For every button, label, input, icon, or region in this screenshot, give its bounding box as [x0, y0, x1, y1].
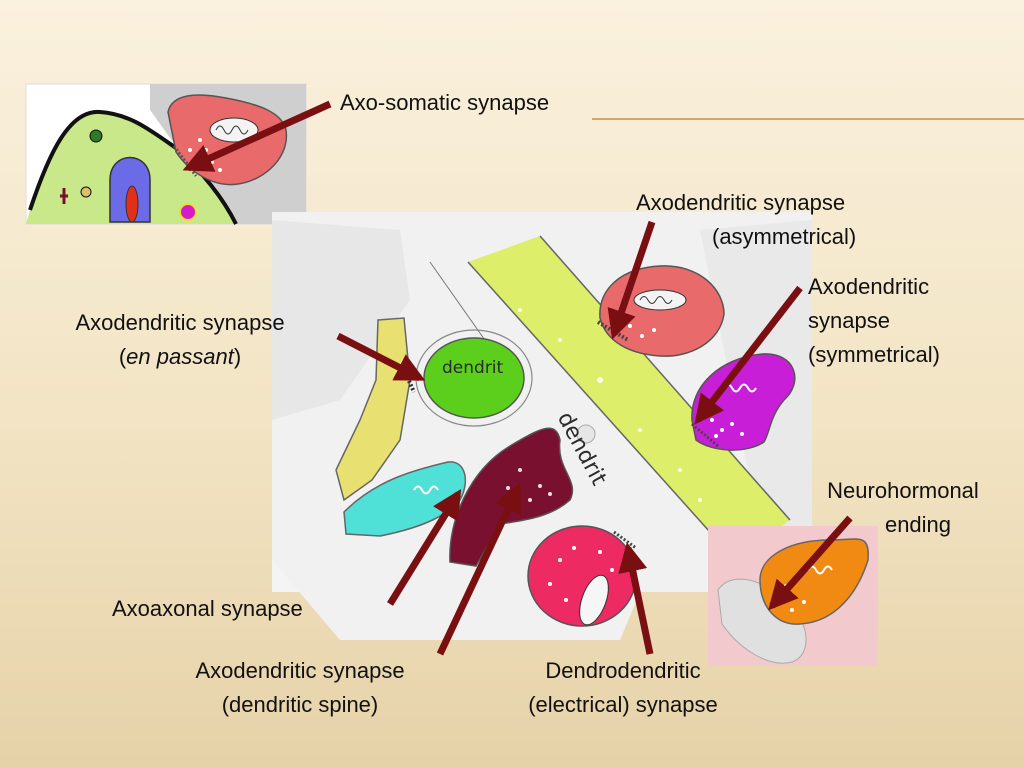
axo-somatic-inset [25, 83, 307, 225]
arrow-neurohormonal [768, 515, 853, 611]
label-en-passant-line1: Axodendritic synapse [75, 310, 285, 335]
arrow-axodendritic-asymmetrical [607, 220, 656, 340]
label-axodendritic-asymmetrical: Axodendritic synapse (asymmetrical) [636, 186, 856, 254]
arrow-en-passant [336, 332, 426, 382]
dendrit-small-label: dendrit [442, 358, 504, 378]
label-asym-line2: (asymmetrical) [712, 224, 857, 249]
label-en-passant-close: ) [233, 344, 242, 369]
label-sym-line2: synapse [808, 308, 890, 333]
label-en-passant-italic: en passant [126, 344, 234, 369]
main-synapse-panel [272, 212, 812, 640]
label-axoaxonal-line1: Axoaxonal synapse [112, 596, 303, 621]
label-asym-line1: Axodendritic synapse [636, 190, 846, 215]
neurohormonal-inset [708, 526, 878, 666]
label-en-passant-open: ( [118, 344, 127, 369]
label-sym-line3: (symmetrical) [808, 342, 940, 367]
label-axodendritic-symmetrical: Axodendritic synapse (symmetrical) [808, 270, 940, 372]
arrow-dendritic-spine [436, 482, 522, 656]
label-neurohormonal-line2: ending [884, 512, 952, 537]
label-en-passant: Axodendritic synapse (en passant) [52, 306, 308, 374]
label-en-passant-line2: (en passant) [52, 340, 308, 374]
label-dendritic-spine: Axodendritic synapse (dendritic spine) [170, 654, 430, 722]
title-divider-line [592, 118, 1024, 120]
arrow-axo-somatic [182, 100, 332, 172]
label-spine-line2: (dendritic spine) [221, 692, 379, 717]
label-dendro-line2: (electrical) synapse [528, 692, 718, 717]
label-sym-line1: Axodendritic [808, 274, 930, 299]
arrow-axodendritic-symmetrical [694, 285, 803, 425]
label-dendro-line1: Dendrodendritic [545, 658, 701, 683]
label-neurohormonal: Neurohormonal ending [806, 474, 1000, 542]
label-spine-line1: Axodendritic synapse [195, 658, 405, 683]
pointer-arrows [182, 100, 853, 656]
arrow-dendrodendritic [618, 542, 654, 655]
arrow-axoaxonal [387, 488, 462, 606]
label-axo-somatic: Axo-somatic synapse [340, 86, 549, 120]
label-neurohormonal-line1: Neurohormonal [827, 478, 979, 503]
label-dendrodendritic: Dendrodendritic (electrical) synapse [500, 654, 746, 722]
label-axoaxonal: Axoaxonal synapse [112, 592, 303, 626]
label-axo-somatic-line1: Axo-somatic synapse [340, 90, 550, 115]
